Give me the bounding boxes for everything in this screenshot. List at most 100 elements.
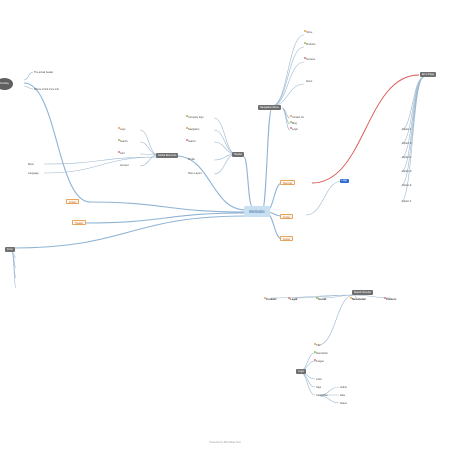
status-dot-icon xyxy=(264,297,267,300)
connector-line xyxy=(311,74,420,184)
hub-sitemap[interactable]: Sitemap xyxy=(280,180,296,185)
nav-item-products: Products xyxy=(306,43,316,46)
connector-line xyxy=(299,371,316,388)
connector-line xyxy=(175,155,247,211)
header-item-logo: Company logo xyxy=(188,116,204,119)
note-top-left-2: Where to find more info xyxy=(34,88,59,91)
global-item-language: Language xyxy=(28,172,39,175)
status-dot-icon xyxy=(118,151,121,154)
hub-login[interactable]: Login xyxy=(296,369,307,374)
result-author: Author xyxy=(340,386,348,389)
hub-navigation-menu[interactable]: Navigation Menu xyxy=(258,105,281,110)
connector-line xyxy=(281,107,291,125)
error-item-1: Option A xyxy=(402,128,412,131)
hub-footer-left[interactable]: Footer xyxy=(66,199,80,204)
error-item-6: Option F xyxy=(402,200,412,203)
hub-header[interactable]: Header xyxy=(232,152,245,157)
result-title: Title xyxy=(316,344,321,347)
header-item-navigation: Navigation xyxy=(188,128,200,131)
connector-line xyxy=(43,156,159,174)
connector-line xyxy=(319,395,340,404)
status-dot-icon xyxy=(314,343,317,346)
connector-line xyxy=(139,154,159,167)
nav-item-blog: Blog xyxy=(292,122,297,125)
status-dot-icon xyxy=(304,57,307,60)
nav-item-login: Login xyxy=(292,128,298,131)
connector-line xyxy=(139,129,159,156)
nav-item-about: About xyxy=(306,80,313,83)
connector-line xyxy=(11,215,247,249)
footer-col-careers: Careers xyxy=(386,297,397,301)
global-item-account: Account xyxy=(120,164,129,167)
nav-item-home: Home xyxy=(306,31,313,34)
header-item-profile: Profile xyxy=(188,158,195,161)
connector-line xyxy=(213,117,237,155)
error-item-3: Option C xyxy=(402,156,412,159)
hub-overlay[interactable]: Overlay xyxy=(0,78,13,90)
connector-line xyxy=(271,46,305,107)
connector-line xyxy=(23,71,34,81)
result-tags: Tags xyxy=(316,386,322,389)
footer-col-newsletter: Newsletter xyxy=(352,297,367,301)
connector-line xyxy=(400,76,425,203)
connector-line xyxy=(261,107,273,212)
result-links: Links xyxy=(316,378,322,381)
connector-line xyxy=(353,294,392,299)
result-description: Description xyxy=(316,352,328,355)
hub-header-left[interactable]: Header xyxy=(72,220,87,225)
status-dot-icon xyxy=(186,139,189,142)
connector-line xyxy=(85,212,245,224)
header-item-store-layout: Store Layout xyxy=(188,172,202,175)
hub-global-elements[interactable]: Global Elements xyxy=(156,153,179,158)
connector-line xyxy=(305,180,343,216)
global-item-logo: Logo xyxy=(120,128,126,131)
hub-footer[interactable]: Footer xyxy=(280,214,294,219)
error-item-5: Option E xyxy=(402,184,412,187)
nav-item-services: Services xyxy=(306,58,316,61)
status-dot-icon xyxy=(118,139,121,142)
status-dot-icon xyxy=(118,127,121,130)
note-top-left-1: The actual header xyxy=(34,71,54,74)
status-dot-icon xyxy=(384,297,387,300)
connector-line xyxy=(322,294,355,299)
status-dot-icon xyxy=(290,115,293,118)
status-dot-icon xyxy=(316,297,319,300)
connector-line xyxy=(271,61,305,107)
hub-footer-duplicate[interactable]: Footer xyxy=(280,236,294,241)
hub-form[interactable]: Form xyxy=(5,247,15,252)
status-dot-icon xyxy=(288,297,291,300)
status-dot-icon xyxy=(314,359,317,362)
root-node[interactable]: Website xyxy=(244,206,270,217)
status-dot-icon xyxy=(304,42,307,45)
small-tag-button[interactable]: Logo xyxy=(340,179,349,183)
connector-line xyxy=(243,156,253,207)
footer-col-contact: Contact xyxy=(266,297,277,301)
status-dot-icon xyxy=(290,121,293,124)
status-dot-icon xyxy=(350,297,353,300)
connector-line xyxy=(23,82,91,203)
connector-line xyxy=(23,85,34,90)
global-item-cart: Cart xyxy=(120,152,125,155)
global-item-menu: Menu xyxy=(28,163,34,166)
status-dot-icon xyxy=(304,30,307,33)
connector-line xyxy=(317,294,355,346)
connector-line xyxy=(139,141,159,156)
hub-search-results[interactable]: Search Results xyxy=(352,290,373,295)
footer-col-legal: Legal xyxy=(290,297,298,301)
status-dot-icon xyxy=(314,351,317,354)
result-images: Images xyxy=(316,360,324,363)
connector-line xyxy=(213,129,237,155)
connector-line xyxy=(271,34,305,107)
canvas-footer: Powered by Mind Map Tool xyxy=(209,441,241,444)
connector-line xyxy=(87,201,245,213)
global-item-search: Search xyxy=(120,140,128,143)
connector-line xyxy=(271,83,305,107)
header-item-search: Search xyxy=(188,140,196,143)
status-dot-icon xyxy=(290,127,293,130)
footer-col-social: Social xyxy=(318,297,327,301)
hub-error-page[interactable]: Error Page xyxy=(420,72,437,77)
result-status: Status xyxy=(340,402,347,405)
error-item-4: Option D xyxy=(402,170,412,173)
